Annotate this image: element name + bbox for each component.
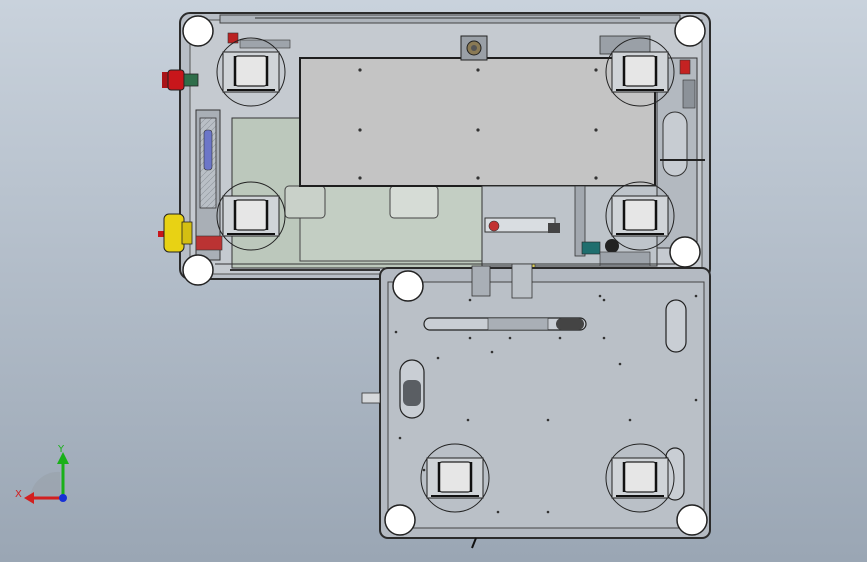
y-axis-label: Y bbox=[57, 444, 65, 455]
main-top-cover[interactable] bbox=[299, 57, 656, 187]
caster-top-right-caster-wheel-icon[interactable] bbox=[605, 37, 675, 107]
emergency-stop-icon[interactable] bbox=[162, 69, 199, 91]
corner-mount-2 bbox=[674, 15, 706, 47]
mounting-holes bbox=[394, 294, 698, 514]
caster-mid-right-caster-wheel-icon[interactable] bbox=[605, 181, 675, 251]
caster-mid-left-caster-wheel-icon[interactable] bbox=[216, 181, 286, 251]
corner-mount-1 bbox=[182, 15, 214, 47]
corner-mount-4 bbox=[669, 236, 701, 268]
right-oval-slot bbox=[665, 299, 687, 353]
caster-bottom-right-caster-wheel-icon[interactable] bbox=[605, 443, 675, 513]
corner-mount-6 bbox=[384, 504, 416, 536]
axis-triad-icon: X Y bbox=[15, 444, 69, 504]
x-axis-label: X bbox=[15, 489, 22, 500]
right-lower-slot bbox=[665, 447, 685, 501]
upper-housing[interactable] bbox=[179, 12, 711, 280]
corner-mount-5 bbox=[392, 270, 424, 302]
lower-plate[interactable] bbox=[361, 263, 711, 549]
yellow-actuator[interactable] bbox=[158, 213, 193, 253]
top-rail bbox=[219, 14, 681, 24]
caster-top-left-caster-wheel-icon[interactable] bbox=[216, 37, 286, 107]
corner-mount-3 bbox=[182, 254, 214, 286]
side-plug bbox=[361, 392, 381, 404]
corner-mount-7 bbox=[676, 504, 708, 536]
caster-bottom-left-caster-wheel-icon[interactable] bbox=[420, 443, 490, 513]
